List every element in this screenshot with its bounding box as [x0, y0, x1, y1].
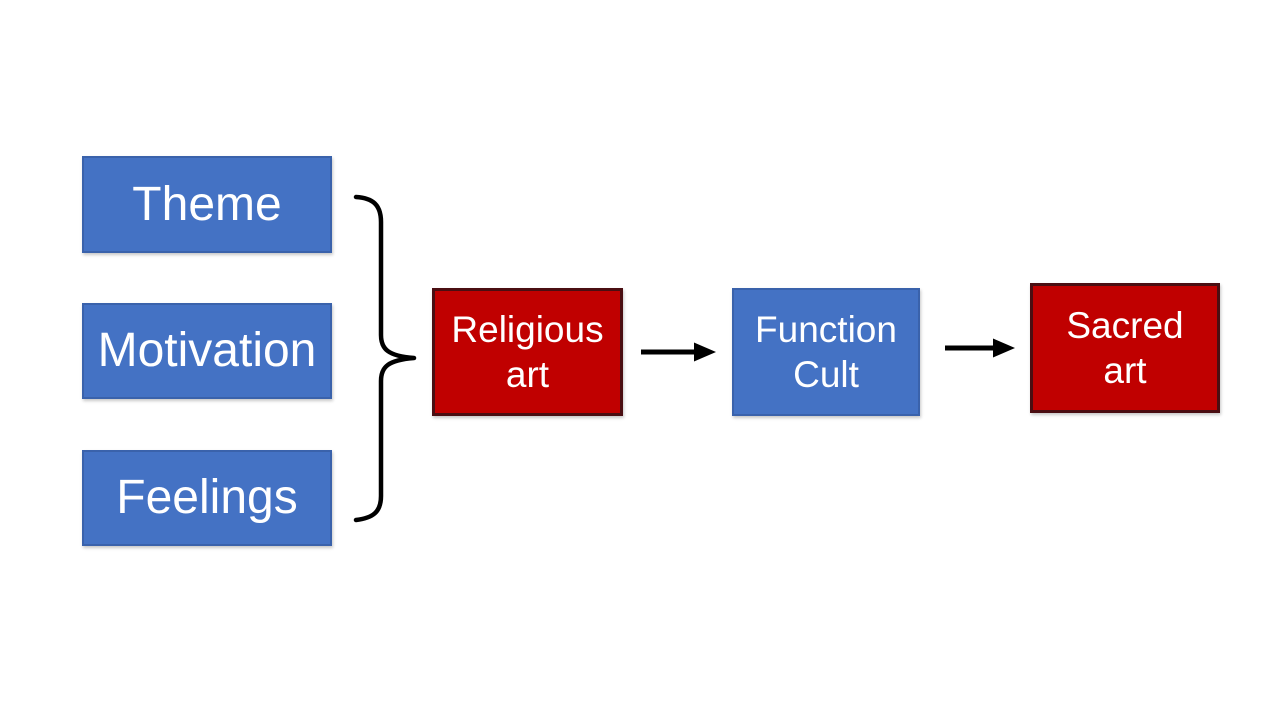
node-religious-art-label-line1: Religious — [451, 309, 604, 350]
node-theme-label: Theme — [132, 177, 282, 231]
node-theme: Theme — [82, 156, 332, 253]
grouping-brace-icon — [353, 194, 417, 523]
node-motivation-label: Motivation — [97, 324, 317, 377]
node-sacred-art: Sacred art — [1030, 283, 1220, 413]
node-motivation: Motivation — [82, 303, 332, 399]
node-sacred-art-label-line1: Sacred — [1066, 305, 1184, 346]
node-religious-art-label-line2: art — [505, 354, 550, 395]
node-religious-art: Religious art — [432, 288, 623, 416]
node-function-cult: Function Cult — [732, 288, 920, 416]
arrow-religious-to-function-icon — [641, 342, 716, 362]
arrow-function-to-sacred-icon — [945, 338, 1015, 358]
node-feelings-label: Feelings — [116, 471, 298, 524]
node-function-cult-label-line2: Cult — [793, 354, 859, 395]
node-feelings: Feelings — [82, 450, 332, 546]
node-function-cult-label-line1: Function — [755, 309, 897, 350]
node-sacred-art-label-line2: art — [1103, 350, 1147, 391]
